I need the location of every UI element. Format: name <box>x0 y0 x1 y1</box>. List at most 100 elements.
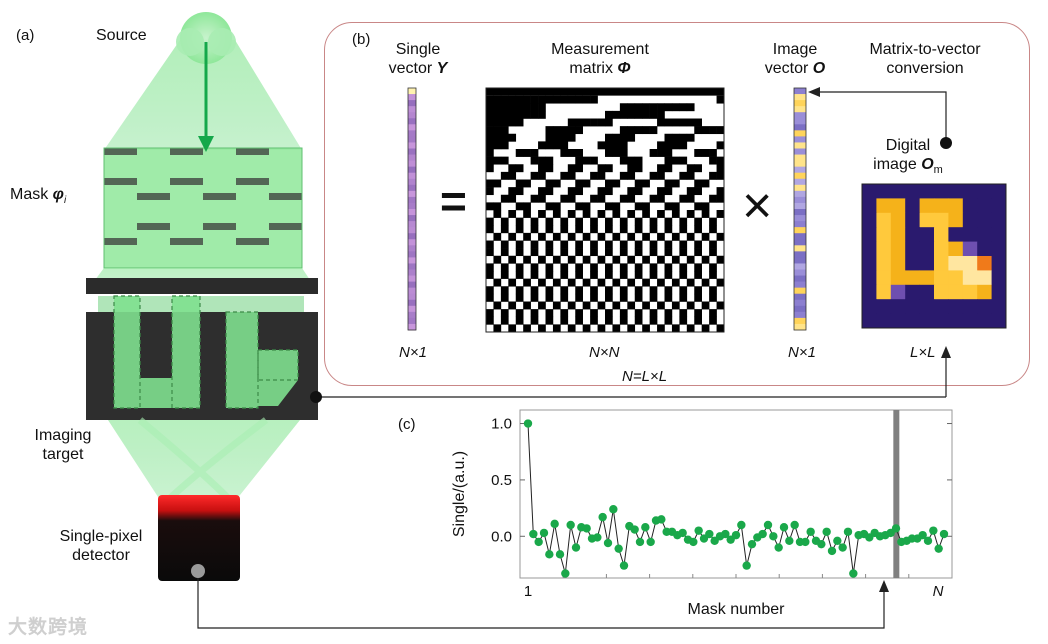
data-point <box>598 512 607 522</box>
data-point <box>571 543 581 552</box>
measurement-matrix-label: Measurement matrix Φ <box>551 41 649 77</box>
equals-sign: = <box>440 175 467 227</box>
data-point <box>678 528 687 538</box>
multiply-sign: × <box>742 177 773 235</box>
data-point <box>918 530 927 540</box>
source-label: Source <box>96 27 147 44</box>
dim-y: N×1 <box>399 344 427 361</box>
data-point <box>843 527 853 536</box>
data-point <box>625 521 634 531</box>
data-point <box>614 544 623 553</box>
data-point <box>827 546 837 556</box>
data-point <box>785 536 794 545</box>
data-point <box>673 530 682 540</box>
connector-dot <box>940 137 952 149</box>
highlight-bar <box>893 410 900 578</box>
data-point <box>545 550 554 559</box>
data-point <box>731 530 741 540</box>
mask-pattern <box>103 147 303 269</box>
data-point <box>865 533 874 542</box>
data-point <box>646 537 655 547</box>
panel-a-tag: (a) <box>16 27 35 44</box>
data-point <box>577 523 586 532</box>
data-point <box>811 536 821 545</box>
data-point <box>891 524 901 533</box>
data-point <box>657 515 666 524</box>
data-point <box>801 537 810 547</box>
data-point <box>913 534 922 543</box>
digital-image-heatmap <box>861 183 1007 329</box>
data-point <box>721 529 730 539</box>
arrow-up-icon <box>879 580 889 592</box>
source-beam <box>104 40 302 150</box>
digital-image-label: Digital image Om <box>873 137 943 177</box>
data-point <box>742 561 751 570</box>
data-point <box>635 537 645 547</box>
data-point <box>534 537 543 547</box>
data-point <box>875 532 885 541</box>
data-point <box>939 529 949 539</box>
data-point <box>817 539 826 549</box>
data-point <box>929 526 938 535</box>
single-vector-y <box>407 87 417 331</box>
data-point <box>715 532 725 541</box>
data-point <box>769 532 778 541</box>
data-point <box>630 525 639 534</box>
data-point <box>833 536 842 545</box>
single-vector-label: Single vector Y <box>388 41 448 77</box>
data-point <box>854 530 863 540</box>
data-point <box>539 528 549 538</box>
n-equals-l-times-l: N=L×L <box>622 368 668 385</box>
data-point <box>790 520 799 530</box>
panel-b-graphics <box>407 87 1007 333</box>
panel-b-tag: (b) <box>352 31 371 48</box>
dim-img: L×L <box>910 344 936 361</box>
data-point <box>737 520 746 530</box>
data-point <box>870 528 879 538</box>
data-point <box>886 528 895 538</box>
x-tick-label: N <box>933 583 944 600</box>
data-point <box>582 524 591 533</box>
data-point <box>699 534 709 543</box>
arrow-left-icon <box>808 87 820 97</box>
data-point <box>587 534 597 543</box>
data-point <box>619 561 629 570</box>
x-tick-label: 1 <box>524 583 532 600</box>
data-point <box>934 544 943 553</box>
image-vector-o <box>793 87 807 331</box>
data-point <box>651 516 661 525</box>
watermark: 大数跨境 <box>8 617 89 638</box>
single-pixel-detector <box>158 495 240 581</box>
data-point <box>881 530 890 540</box>
data-point <box>603 538 613 548</box>
imaging-target <box>86 278 318 420</box>
data-point <box>758 529 767 539</box>
data-point <box>566 520 575 530</box>
dim-phi: N×N <box>589 344 620 361</box>
data-point <box>683 535 693 544</box>
y-tick-label: 1.0 <box>491 416 512 433</box>
data-point <box>555 550 565 559</box>
data-point <box>779 523 789 532</box>
data-point <box>849 569 858 578</box>
data-point <box>529 529 538 539</box>
data-point <box>795 537 805 547</box>
data-point <box>907 534 917 543</box>
data-point <box>774 543 783 552</box>
y-axis-label: Single/(a.u.) <box>451 451 468 537</box>
data-point <box>763 520 773 530</box>
data-point <box>838 543 847 552</box>
panel-b-frame <box>324 22 1030 386</box>
y-tick-label: 0.0 <box>491 528 512 545</box>
data-point <box>641 523 650 532</box>
data-point <box>689 537 698 547</box>
data-point <box>667 527 677 536</box>
data-point <box>523 419 533 428</box>
data-point <box>550 519 559 529</box>
arrow-down-icon <box>198 136 214 152</box>
data-point <box>897 537 906 547</box>
data-point <box>593 533 602 542</box>
y-tick-label: 0.5 <box>491 472 512 489</box>
